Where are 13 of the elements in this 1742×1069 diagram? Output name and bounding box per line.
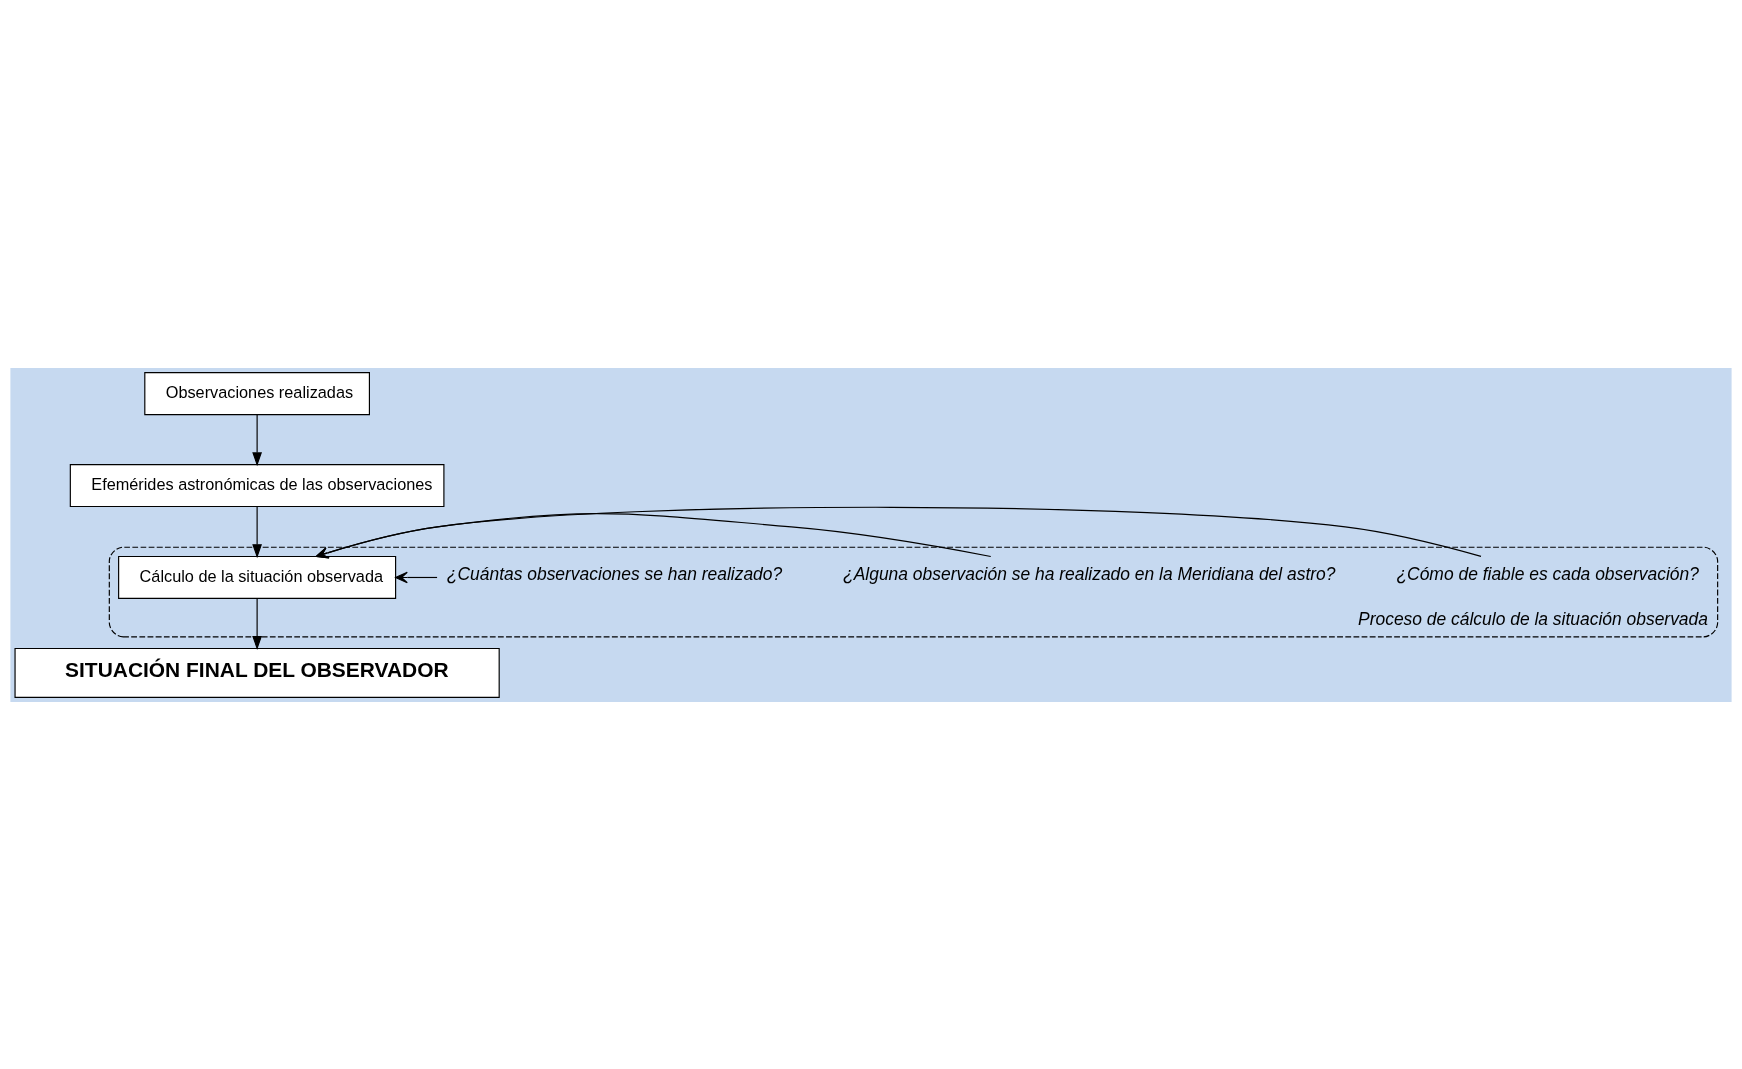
arrow: [252, 505, 262, 558]
arrow: [315, 512, 992, 558]
arrow: [395, 571, 438, 583]
node-box: SITUACIÓN FINAL DEL OBSERVADOR: [14, 647, 500, 698]
arrow: [252, 413, 262, 466]
node-box: Efemérides astronómicas de las observaciones: [69, 463, 445, 507]
node-box: Cálculo de la situación observada: [118, 555, 397, 599]
arrow: [315, 506, 1482, 558]
node-text: ¿Cómo de fiable es cada observación?: [1396, 563, 1699, 584]
node-box: Observaciones realizadas: [144, 371, 370, 415]
arrow: [252, 597, 262, 650]
node-text: ¿Alguna observación se ha realizado en la Meridiana del astro?: [843, 563, 1336, 584]
node-text: ¿Cuántas observaciones se han realizado?: [446, 563, 783, 584]
